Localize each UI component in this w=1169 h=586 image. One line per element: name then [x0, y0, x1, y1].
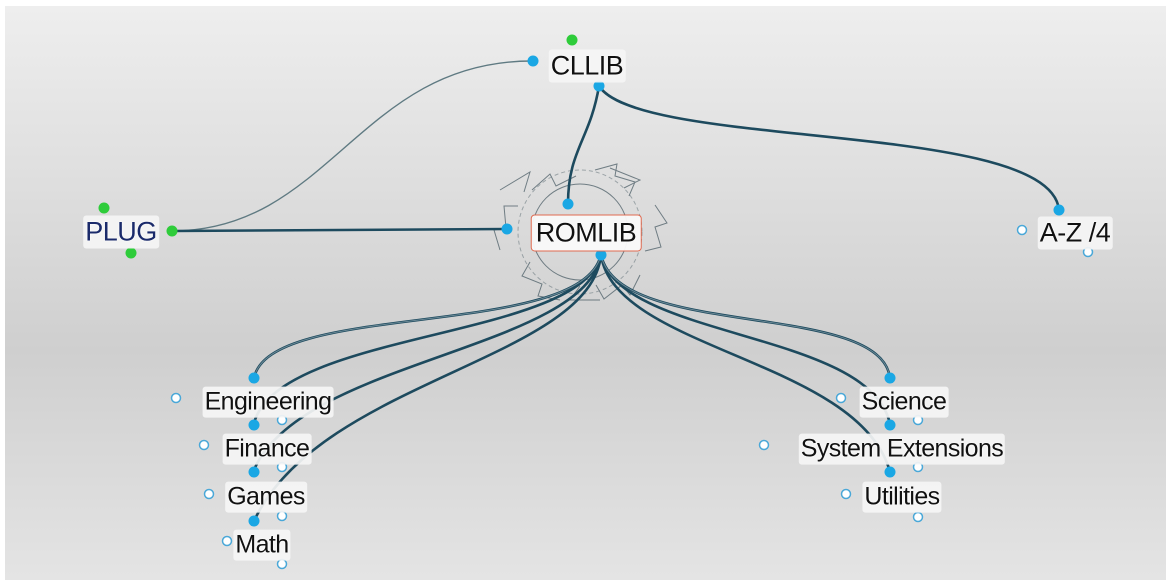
port-az4-top[interactable] [1053, 204, 1065, 216]
port-finance-left[interactable] [198, 439, 210, 451]
port-science-left[interactable] [835, 392, 847, 404]
port-engineering-bottom[interactable] [248, 419, 260, 431]
port-science-bottom[interactable] [884, 419, 896, 431]
node-system-extensions[interactable]: System Extensions [798, 433, 1006, 465]
port-cllib-bottom[interactable] [593, 80, 605, 92]
port-engineering-left[interactable] [170, 392, 182, 404]
node-plug[interactable]: PLUG [83, 215, 159, 249]
port-romlib-bottom[interactable] [595, 249, 607, 261]
node-romlib[interactable]: ROMLIB [530, 214, 642, 252]
port-plug-right-green[interactable] [166, 225, 178, 237]
port-cllib-left[interactable] [527, 55, 539, 67]
link-romlib-games[interactable] [252, 254, 603, 471]
port-games-left[interactable] [203, 488, 215, 500]
node-engineering[interactable]: Engineering [202, 386, 334, 418]
port-science-top[interactable] [884, 372, 896, 384]
port-math-bottom-open[interactable] [276, 558, 288, 570]
link-plug-romlib[interactable] [171, 227, 508, 233]
port-plug-bottom-green[interactable] [125, 247, 137, 259]
link-romlib-science[interactable] [599, 254, 892, 379]
port-games-bottom[interactable] [248, 515, 260, 527]
port-finance-bottom[interactable] [248, 466, 260, 478]
port-utilities-left[interactable] [840, 488, 852, 500]
node-math[interactable]: Math [233, 529, 291, 561]
port-engineering-top[interactable] [248, 372, 260, 384]
link-romlib-math[interactable] [252, 254, 603, 522]
node-cllib[interactable]: CLLIB [548, 49, 626, 83]
node-az4[interactable]: A-Z /4 [1037, 216, 1113, 250]
link-cllib-romlib[interactable] [566, 85, 601, 205]
node-finance[interactable]: Finance [222, 433, 312, 465]
ports-group [98, 34, 1094, 570]
link-romlib-utilities[interactable] [599, 254, 892, 473]
port-romlib-left[interactable] [501, 223, 513, 235]
link-romlib-engineering[interactable] [252, 254, 603, 379]
port-az4-left[interactable] [1016, 224, 1028, 236]
port-sysext-bottom[interactable] [884, 466, 896, 478]
port-plug-top-green[interactable] [98, 202, 110, 214]
links-group [171, 60, 1061, 522]
port-games-bottom-open[interactable] [276, 510, 288, 522]
link-plug-cllib[interactable] [171, 60, 534, 232]
port-cllib-top-green[interactable] [566, 34, 578, 46]
port-romlib-top[interactable] [562, 198, 574, 210]
port-utilities-bottom-open[interactable] [912, 511, 924, 523]
port-math-left[interactable] [221, 535, 233, 547]
node-games[interactable]: Games [225, 481, 307, 513]
link-cllib-az4[interactable] [597, 85, 1061, 211]
port-sysext-left[interactable] [758, 439, 770, 451]
link-shadows [253, 254, 891, 379]
diagram-canvas[interactable] [5, 6, 1166, 580]
node-science[interactable]: Science [859, 386, 949, 418]
node-utilities[interactable]: Utilities [862, 481, 942, 513]
